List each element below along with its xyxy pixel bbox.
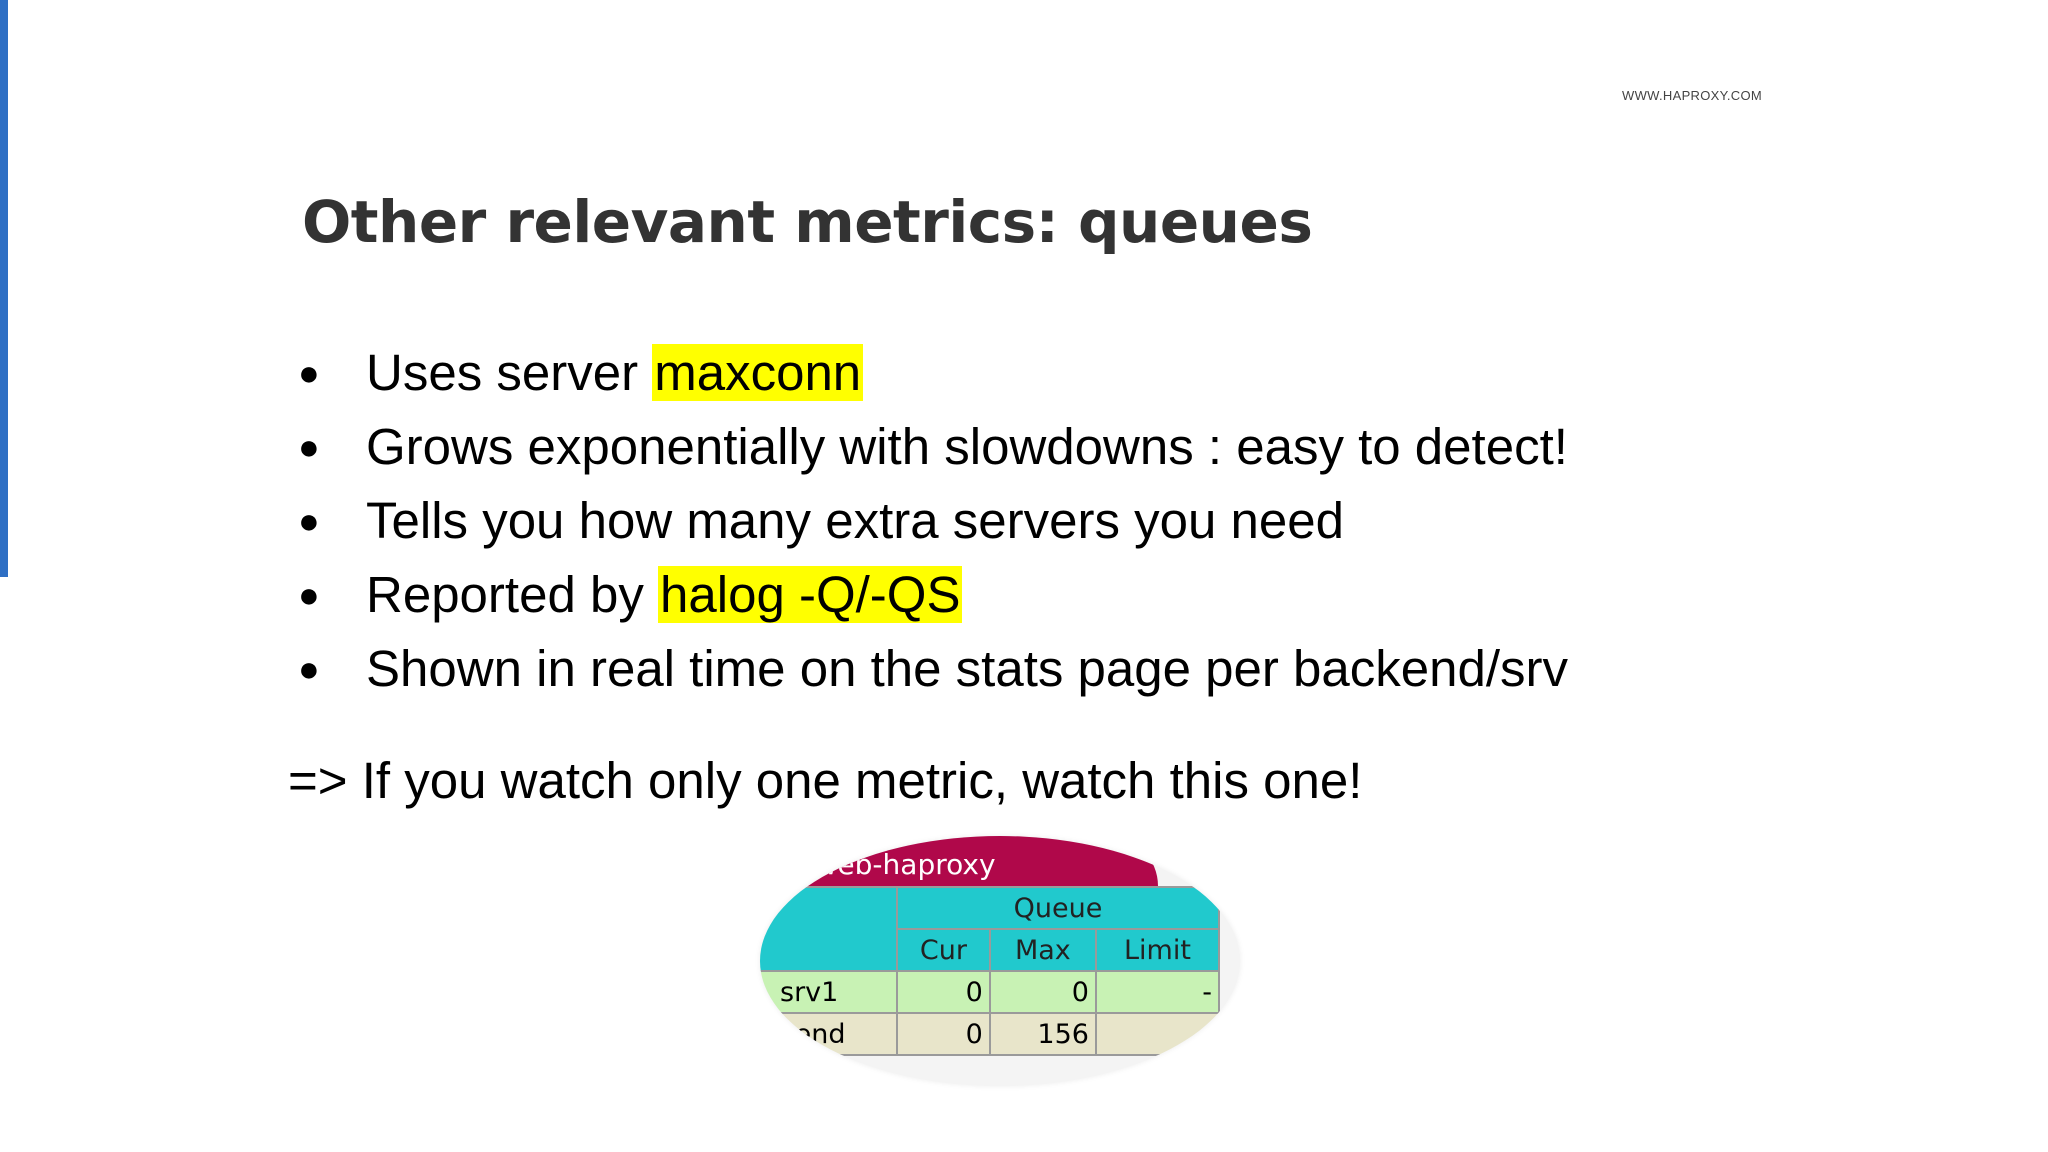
bullet-icon: ● <box>298 500 320 541</box>
stats-max-cell: 0 <box>988 970 1097 1014</box>
bullet-icon: ● <box>298 426 320 467</box>
bullet-text: Grows exponentially with slowdowns : eas… <box>366 418 1568 475</box>
stats-blank-cell <box>760 886 898 972</box>
bullet-text: Tells you how many extra servers you nee… <box>366 492 1344 549</box>
stats-row-name: kend <box>760 1012 898 1056</box>
stats-proxy-header: gitweb-haproxy <box>760 836 1158 886</box>
bullet-item: ● Uses server maxconn <box>290 336 1568 410</box>
stats-row-name: srv1 <box>760 970 898 1014</box>
stats-column-header: Limit <box>1094 928 1221 972</box>
bullet-item: ● Shown in real time on the stats page p… <box>290 632 1568 706</box>
bullet-list: ● Uses server maxconn ● Grows exponentia… <box>290 336 1568 706</box>
bullet-text: Shown in real time on the stats page per… <box>366 640 1569 697</box>
stats-cur-cell: 0 <box>896 970 991 1014</box>
slide-title: Other relevant metrics: queues <box>302 188 1313 256</box>
side-accent-bar <box>0 0 8 577</box>
bullet-icon: ● <box>298 352 320 393</box>
stats-server-row: srv1 0 0 - <box>760 970 1221 1014</box>
stats-limit-cell: - <box>1094 970 1221 1014</box>
bullet-icon: ● <box>298 574 320 615</box>
stats-backend-row: kend 0 156 <box>760 1012 1221 1056</box>
bullet-icon: ● <box>298 648 320 689</box>
stats-limit-cell <box>1094 1012 1221 1056</box>
stats-table-container: gitweb-haproxy Queue Cur Max Limit srv1 … <box>760 836 1240 1056</box>
stats-column-header: Max <box>988 928 1097 972</box>
highlighted-term: halog -Q/-QS <box>658 566 963 623</box>
stats-column-header: Cur <box>896 928 991 972</box>
stats-max-cell: 156 <box>988 1012 1097 1056</box>
conclusion-text: => If you watch only one metric, watch t… <box>288 752 1363 809</box>
highlighted-term: maxconn <box>652 344 864 401</box>
stats-queue-group-header: Queue <box>896 886 1220 930</box>
stats-cur-cell: 0 <box>896 1012 991 1056</box>
bullet-text: Uses server <box>366 344 653 401</box>
bullet-item: ● Tells you how many extra servers you n… <box>290 484 1568 558</box>
bullet-item: ● Reported by halog -Q/-QS <box>290 558 1568 632</box>
site-url: WWW.HAPROXY.COM <box>1622 88 1763 103</box>
bullet-text: Reported by <box>366 566 659 623</box>
stats-page-image: gitweb-haproxy Queue Cur Max Limit srv1 … <box>760 836 1240 1086</box>
bullet-item: ● Grows exponentially with slowdowns : e… <box>290 410 1568 484</box>
stats-table: Queue Cur Max Limit srv1 0 0 - kend 0 15… <box>760 886 1221 1056</box>
